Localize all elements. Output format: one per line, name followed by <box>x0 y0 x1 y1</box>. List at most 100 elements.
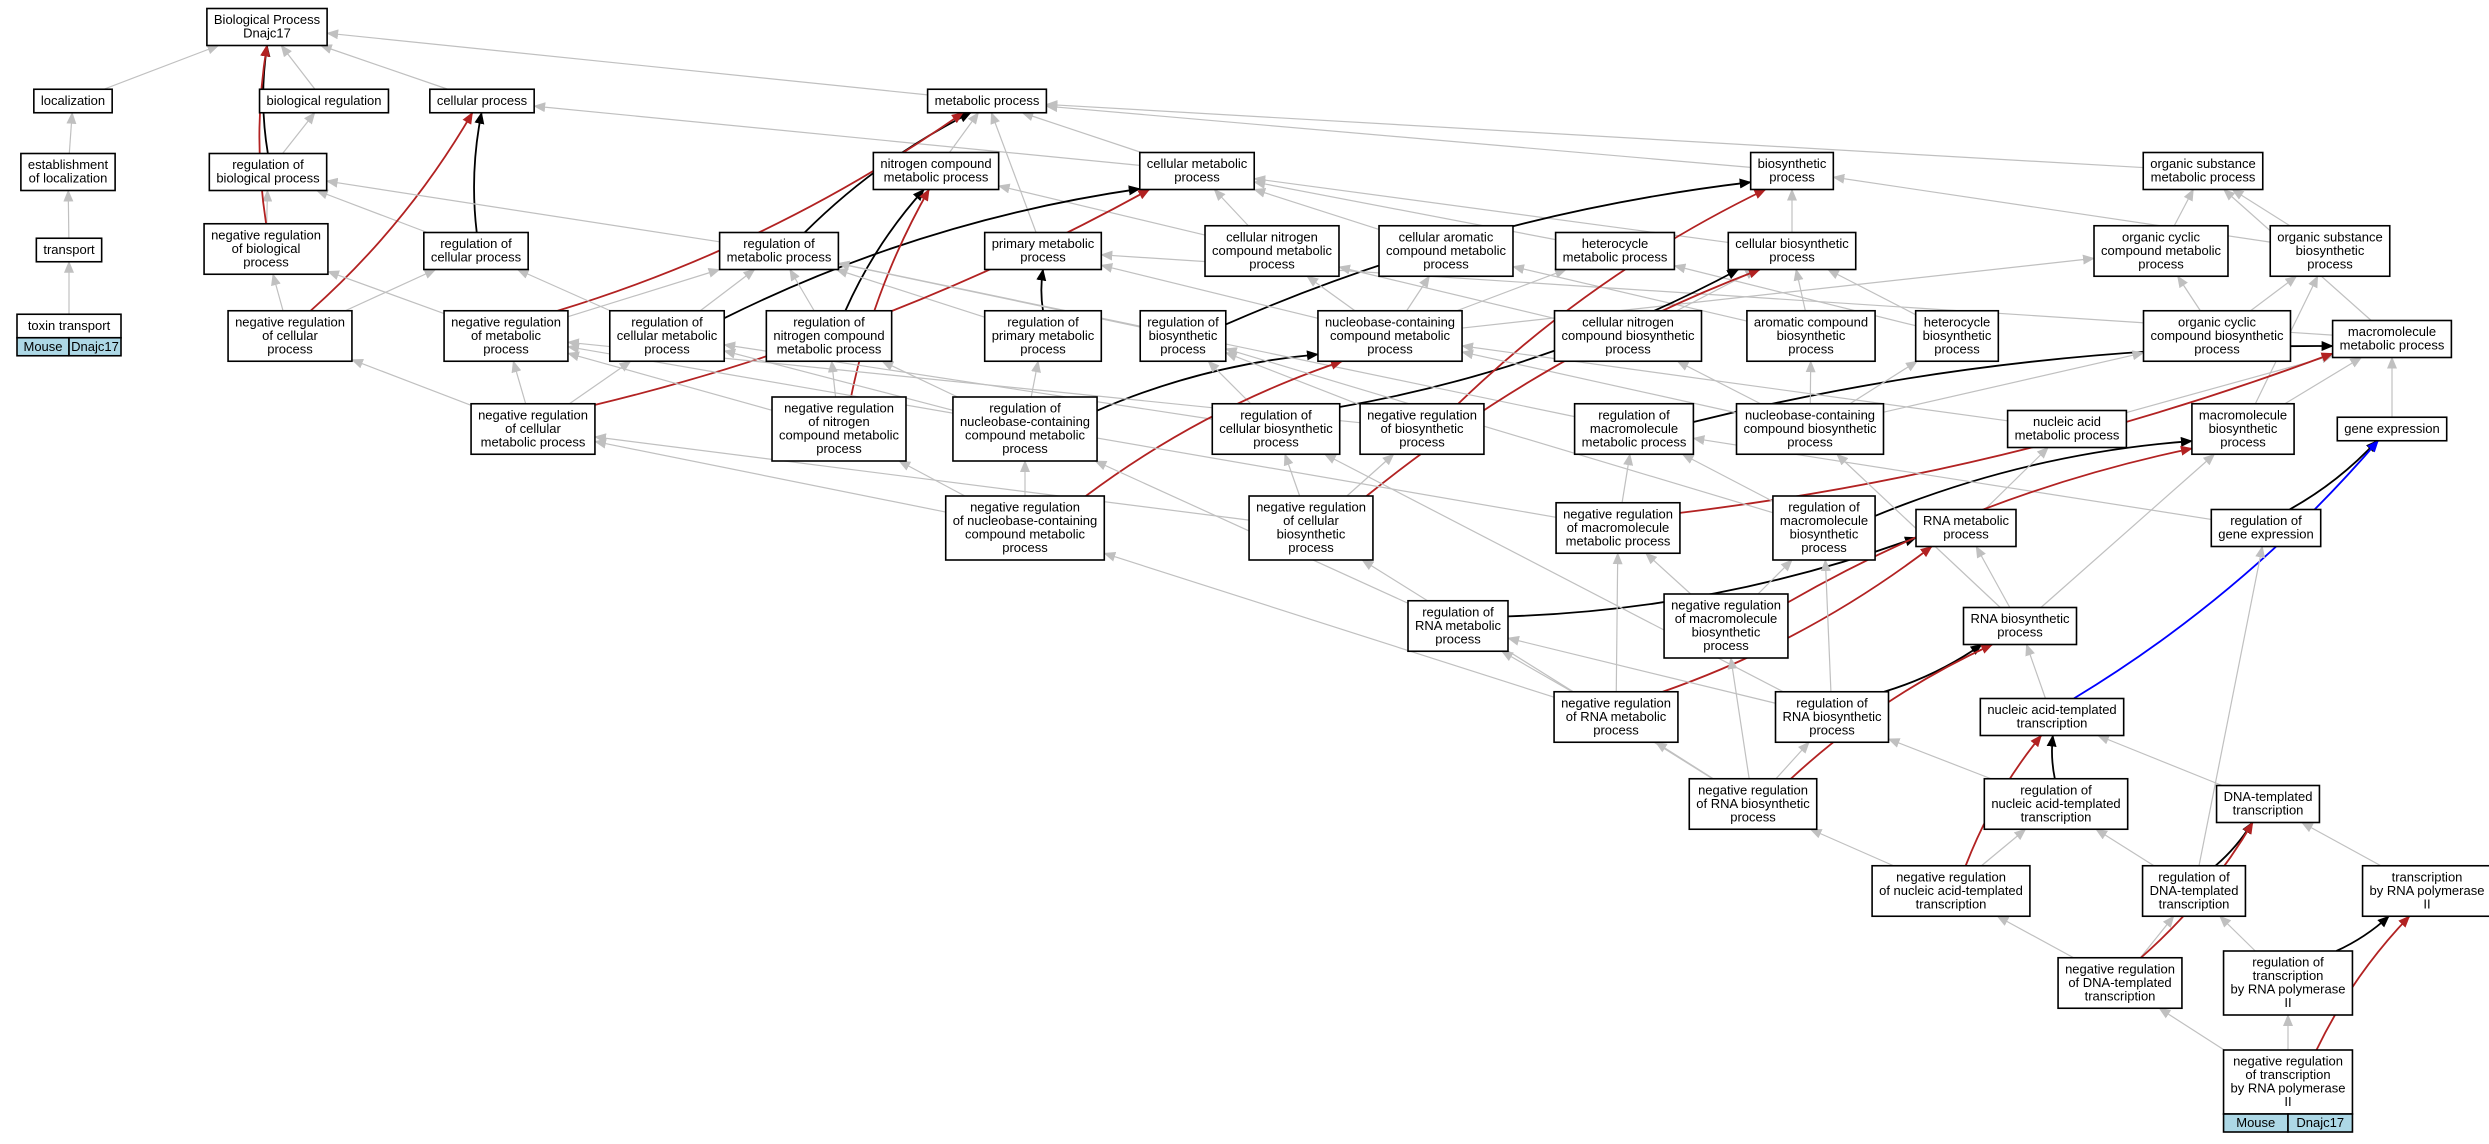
edge-is-a-regdnatt-to-regge <box>2198 545 2266 866</box>
node-label-line: negative regulation <box>970 500 1080 515</box>
node-label-line: compound metabolic <box>965 428 1085 443</box>
node-label-line: metabolic process <box>1566 533 1671 548</box>
node-label-line: process <box>1787 434 1833 449</box>
node-label-line: nucleic acid-templated <box>1987 702 2116 717</box>
edge-is-a-negregrnabp-to-regrnabp <box>1775 741 1810 780</box>
node-label-line: gene expression <box>2218 527 2313 542</box>
edge-is-a-regprim-to-regmet <box>835 268 985 318</box>
node-label-line: nitrogen compound <box>880 156 991 171</box>
node-label-line: process <box>1769 250 1815 265</box>
node-label-line: process <box>1934 341 1980 356</box>
node-label-line: process <box>1174 170 1220 185</box>
edge-part-of-regrnabp-to-rnabp <box>1883 643 1983 693</box>
node-box <box>1962 606 2078 646</box>
node-label-line: nucleobase-containing <box>1325 314 1455 329</box>
go-term-node-regnbcmp[interactable]: regulation ofnucleobase-containingcompou… <box>952 396 1098 462</box>
node-label-line: process <box>1435 631 1481 646</box>
node-label-line: negative regulation <box>784 401 894 416</box>
go-term-node-metproc[interactable]: metabolic process <box>926 88 1048 114</box>
edge-is-a-regncmp-to-regmet <box>789 268 815 312</box>
go-term-node-transport[interactable]: transport <box>35 237 103 263</box>
go-term-node-bioreg[interactable]: biological regulation <box>258 88 390 114</box>
go-term-node-regmbp[interactable]: regulation ofmacromoleculebiosyntheticpr… <box>1772 495 1876 561</box>
node-label-line: regulation of <box>1796 695 1868 710</box>
node-box <box>35 237 103 263</box>
edge-is-a-negregrnamp-to-negregnbcmp <box>1103 551 1555 698</box>
node-label-line: regulation of <box>1788 500 1860 515</box>
node-box <box>470 402 596 456</box>
node-label-line: regulation of <box>793 314 865 329</box>
node-label-line: process <box>1943 527 1989 542</box>
edge-is-a-negregdnatt-to-negregnatt <box>1996 915 2074 959</box>
node-box <box>423 231 529 271</box>
go-term-node-loc[interactable]: localization <box>33 88 113 114</box>
node-label-line: aromatic compound <box>1754 314 1868 329</box>
node-box <box>1915 508 2017 548</box>
node-label-line: process <box>1020 341 1066 356</box>
edge-part-of-regcbp-to-cellbio <box>1339 268 1740 408</box>
node-box <box>203 222 329 276</box>
go-term-node-cellproc[interactable]: cellular process <box>429 88 535 114</box>
go-term-node-geneexp[interactable]: gene expression <box>2336 416 2448 442</box>
node-label-line: negative regulation <box>1256 500 1366 515</box>
